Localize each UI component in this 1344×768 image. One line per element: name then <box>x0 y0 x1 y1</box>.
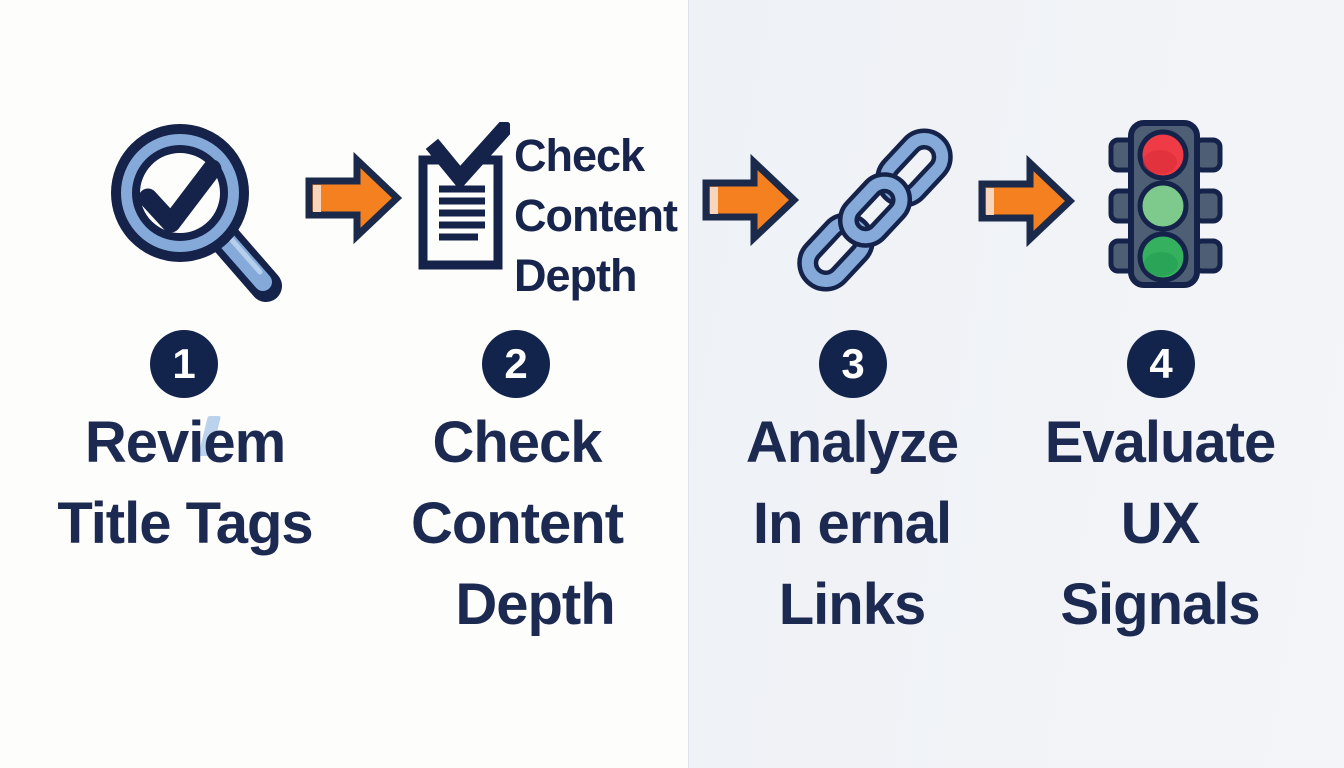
step-number-badge-3: 3 <box>819 330 887 398</box>
document-check-svg <box>418 122 510 270</box>
magnifier-check-svg <box>111 124 282 302</box>
caption-line: Depth <box>514 250 637 301</box>
chain-link-middle <box>837 172 913 248</box>
magnifier-check-icon <box>102 114 282 314</box>
step-number: 4 <box>1149 340 1173 387</box>
document-icon-caption: Check Content Depth <box>514 126 678 306</box>
step-label-4: Evaluate UX Signals <box>995 402 1325 645</box>
arrow-shape <box>978 154 1076 248</box>
step-label-line: Analyze <box>745 410 959 475</box>
chain-link-svg <box>797 128 953 292</box>
yellow-position-light <box>1137 180 1189 232</box>
right-background-panel <box>688 0 1344 768</box>
step-label-line: Content <box>410 491 624 556</box>
caption-line: Check <box>514 130 645 181</box>
red-light-shade <box>1143 150 1177 174</box>
arrow-highlight <box>313 185 321 212</box>
step-number-badge-4: 4 <box>1127 330 1195 398</box>
checkmark <box>425 122 510 191</box>
caption-line: Content <box>514 190 678 241</box>
step-label-line: UX <box>1120 491 1201 556</box>
step-number: 1 <box>172 340 196 387</box>
step-label-line: Evaluate <box>1044 410 1277 475</box>
step-number: 3 <box>841 340 865 387</box>
step-number-badge-1: 1 <box>150 330 218 398</box>
checkmark <box>138 159 222 233</box>
step-number: 2 <box>504 340 528 387</box>
arrow-svg <box>305 151 403 245</box>
arrow-shape <box>305 151 403 245</box>
flow-arrow-icon-3 <box>976 153 1076 249</box>
step-label-line: Signals <box>1060 572 1260 637</box>
step-label-line: Depth <box>455 572 615 637</box>
arrow-svg <box>702 153 800 247</box>
step-label-line: In ernal <box>752 491 952 556</box>
arrow-shape <box>702 153 800 247</box>
flow-arrow-icon-2 <box>700 152 800 248</box>
step-number-badge-2: 2 <box>482 330 550 398</box>
step-label-line: Check <box>432 410 602 475</box>
arrow-highlight <box>710 187 718 214</box>
arrow-highlight <box>986 188 994 215</box>
document-outline <box>418 155 503 270</box>
magnifier-handle-highlight <box>227 235 263 275</box>
green-light-shade <box>1144 252 1178 276</box>
step-label-2: Check Content Depth <box>352 402 682 645</box>
step-label-3: Analyze In ernal Links <box>687 402 1017 645</box>
step-label-line: Title Tags <box>57 491 313 556</box>
arrow-svg <box>978 154 1076 248</box>
traffic-light-svg <box>1108 120 1223 288</box>
step-label-1: Reviem Title Tags <box>20 402 350 564</box>
step-label-line: Links <box>778 572 927 637</box>
magnifier-handle <box>219 233 272 291</box>
traffic-light-icon <box>1108 120 1223 288</box>
flow-arrow-icon-1 <box>303 150 403 246</box>
document-check-icon <box>418 122 510 274</box>
step-label-line: Reviem <box>84 410 286 475</box>
chain-link-icon <box>795 126 953 292</box>
